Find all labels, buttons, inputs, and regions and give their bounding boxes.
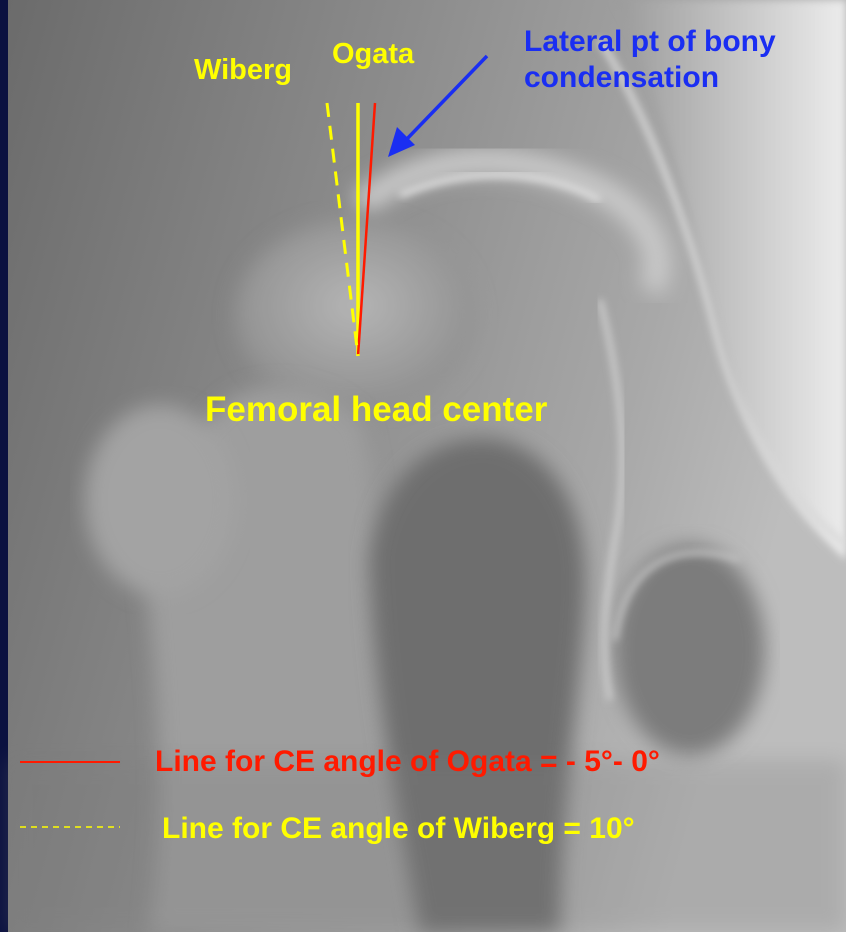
lateral-point-label-line2: condensation — [524, 60, 776, 96]
lateral-point-label-line1: Lateral pt of bony — [524, 24, 776, 60]
wiberg-label: Wiberg — [194, 54, 292, 87]
legend-ogata-text: Line for CE angle of Ogata = - 5°- 0° — [155, 745, 660, 779]
femoral-head-center-label: Femoral head center — [205, 390, 547, 430]
lateral-point-label: Lateral pt of bony condensation — [524, 24, 776, 96]
radiograph-field — [8, 0, 846, 932]
legend-wiberg-text: Line for CE angle of Wiberg = 10° — [162, 812, 635, 846]
ogata-label: Ogata — [332, 38, 414, 71]
